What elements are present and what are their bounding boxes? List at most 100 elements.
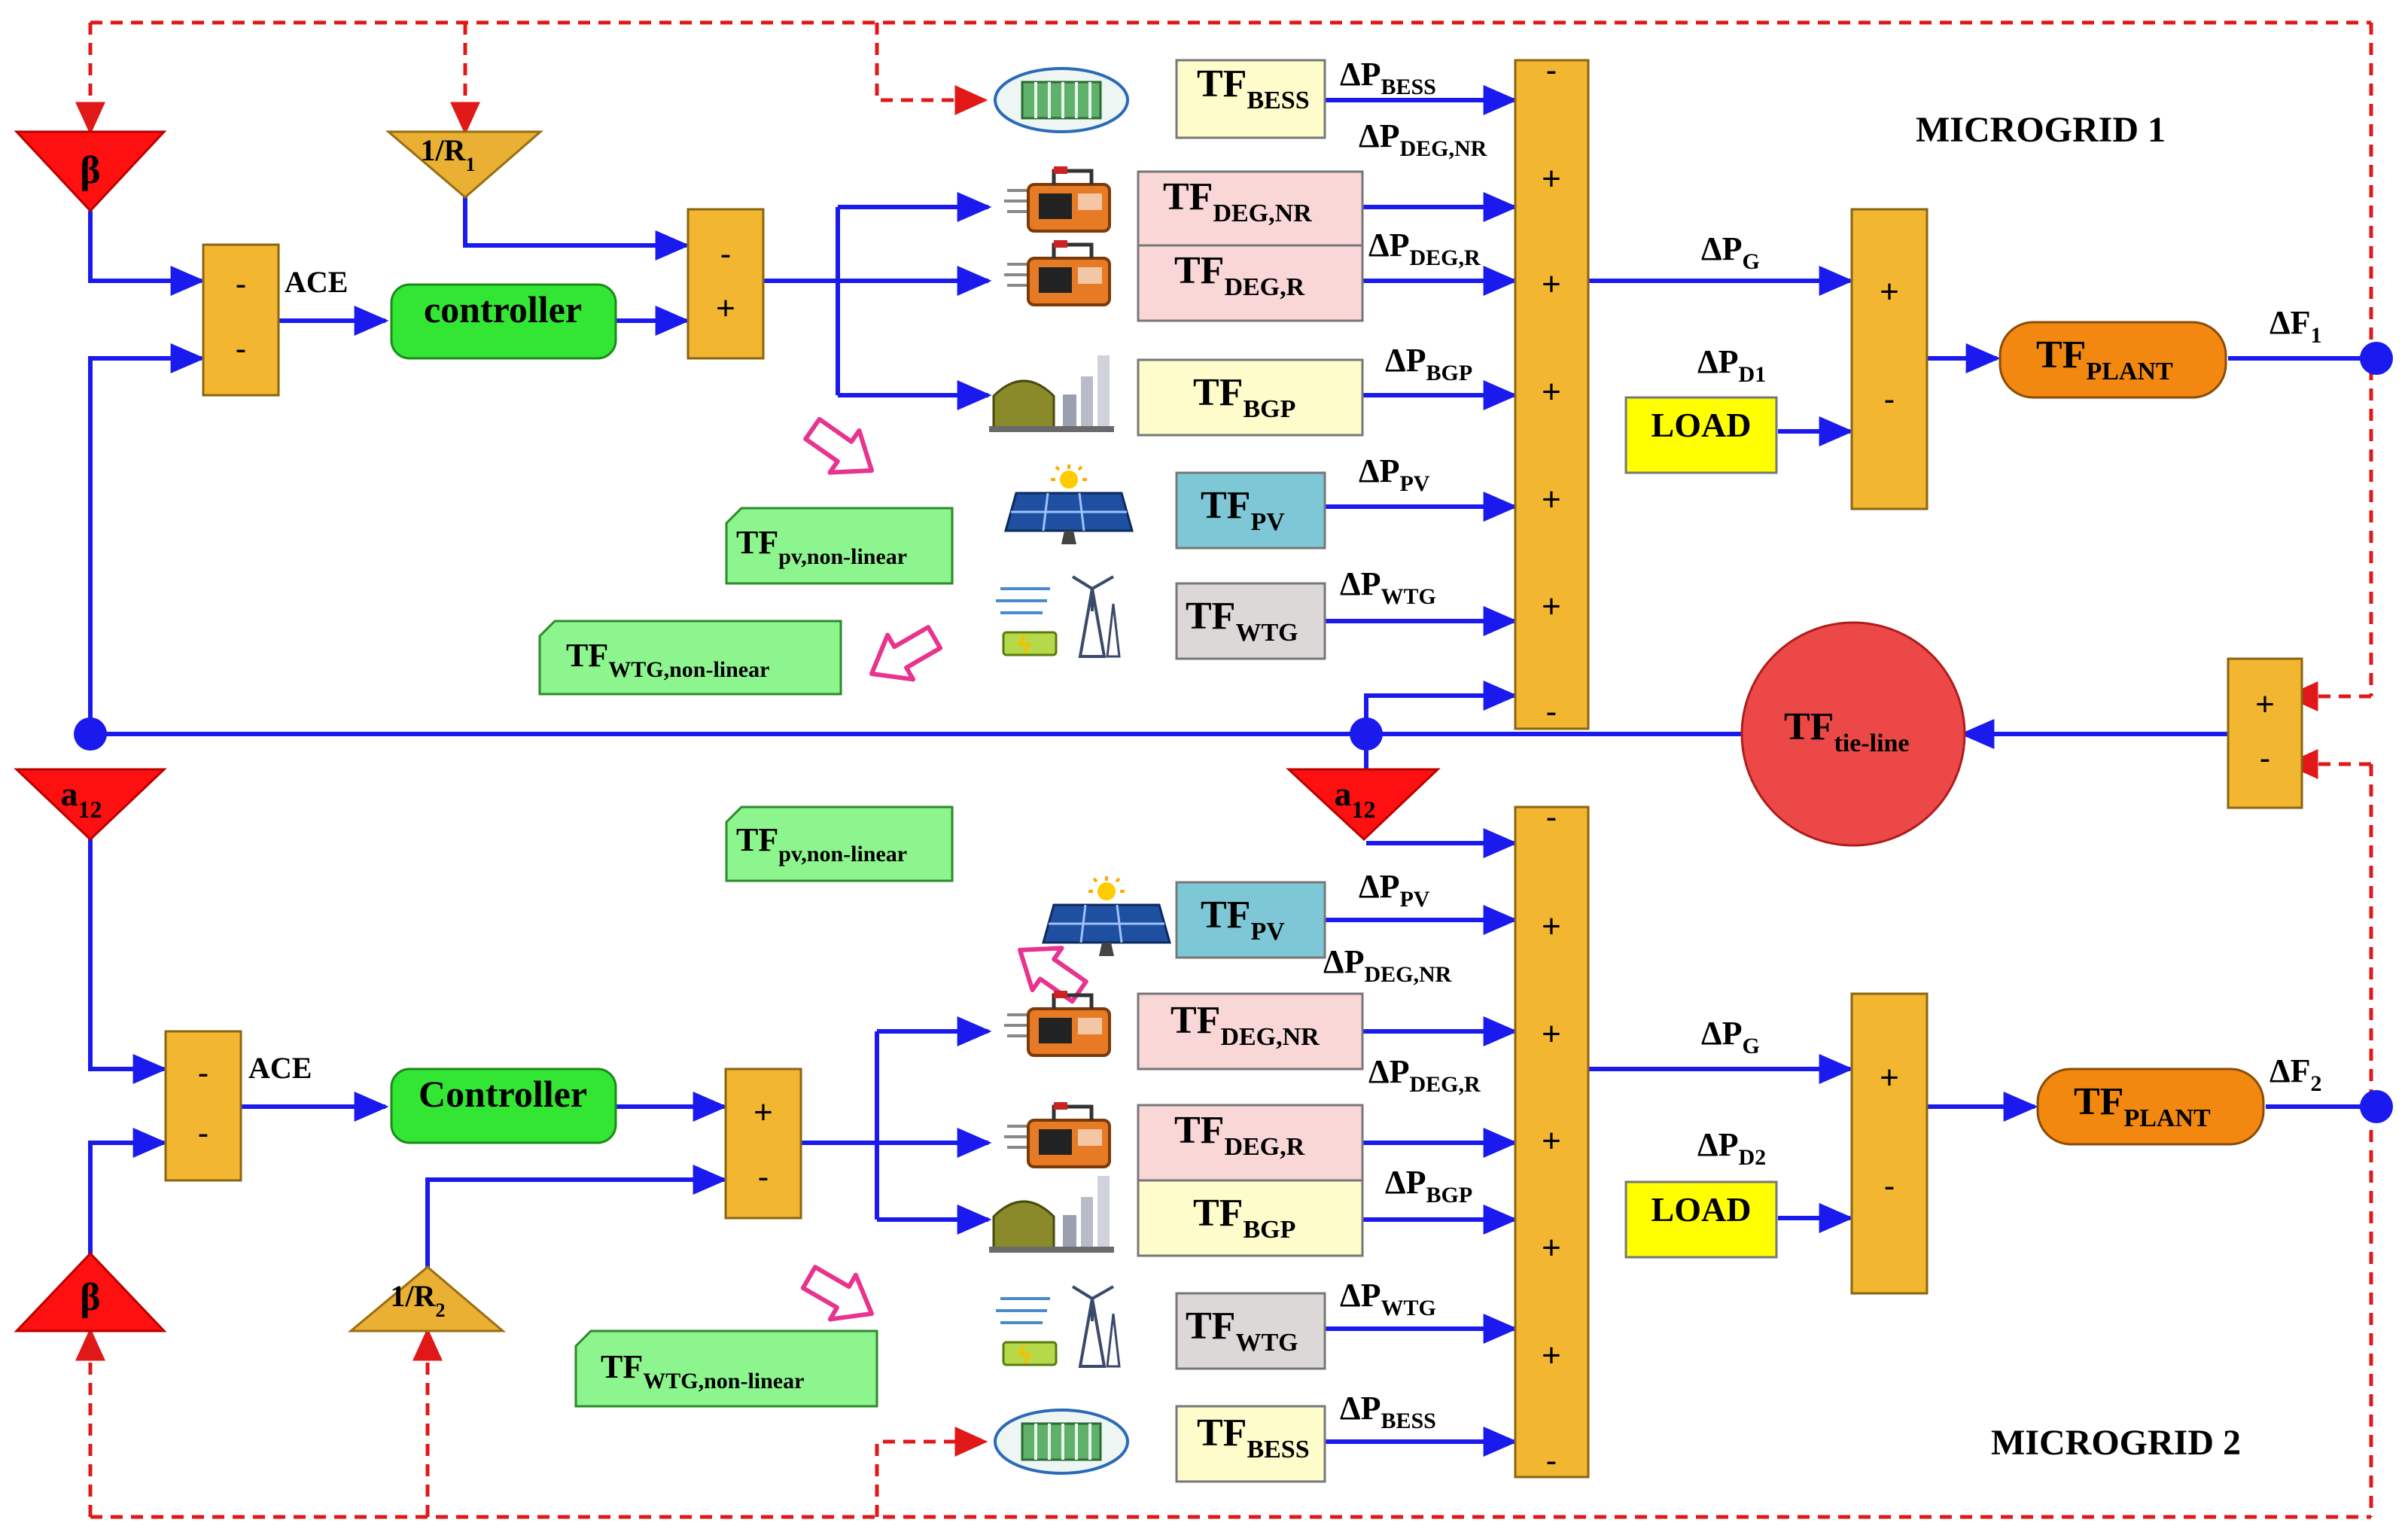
symbol-part: TF — [1186, 1305, 1235, 1348]
symbol-part: TF — [1784, 705, 1834, 748]
svg-text:ΔPG: ΔPG — [1701, 230, 1760, 274]
svg-text:TFpv,non-linear: TFpv,non-linear — [736, 524, 907, 569]
svg-text:ΔPBESS: ΔPBESS — [1340, 56, 1436, 99]
junction-dot — [74, 717, 107, 751]
symbol-part: tie-line — [1834, 729, 1909, 757]
symbol-part: ΔP — [1340, 1277, 1381, 1314]
symbol-part: G — [1742, 1034, 1759, 1058]
svg-text:a12: a12 — [61, 775, 102, 823]
svg-text:TFDEG,NR: TFDEG,NR — [1163, 175, 1312, 227]
symbol-part: DEG,NR — [1364, 962, 1451, 987]
symbol-part: DEG,R — [1224, 1133, 1304, 1161]
svg-text:ΔPD2: ΔPD2 — [1697, 1126, 1766, 1170]
r2-label: 1/R — [391, 1279, 437, 1313]
symbol-part: WTG — [1235, 1329, 1298, 1357]
symbol-part: TF — [1193, 371, 1243, 414]
svg-text:ΔPG: ΔPG — [1701, 1015, 1760, 1058]
symbol-part: BGP — [1426, 361, 1472, 385]
symbol-part: TF — [1197, 62, 1247, 105]
gain-r1: 1/R1 — [385, 130, 544, 199]
sign-plus: + — [1542, 1337, 1561, 1374]
nonlinear-arrow — [859, 616, 947, 696]
symbol-part: DEG,R — [1224, 273, 1304, 301]
svg-text:ΔPD1: ΔPD1 — [1697, 343, 1766, 387]
diesel-generator-icon — [1004, 991, 1111, 1057]
sign-plus: + — [1542, 266, 1561, 303]
svg-text:ΔPBGP: ΔPBGP — [1385, 1164, 1472, 1208]
symbol-part: ΔP — [1323, 943, 1364, 980]
diesel-generator-icon — [1004, 166, 1111, 233]
symbol-part: ΔP — [1385, 1164, 1426, 1201]
a12-label: a — [61, 775, 78, 813]
svg-text:ΔPWTG: ΔPWTG — [1340, 1277, 1436, 1320]
symbol-part: TF — [1174, 249, 1224, 292]
symbol-part: ΔP — [1368, 1053, 1409, 1090]
symbol-part: ΔP — [1359, 868, 1399, 905]
load-summer-2: + - — [1850, 992, 1929, 1295]
controller-block-1: controller — [390, 283, 617, 360]
svg-text:TFDEG,R: TFDEG,R — [1174, 1109, 1305, 1161]
sign-plus: + — [2255, 686, 2275, 723]
svg-text:ΔF1: ΔF1 — [2269, 304, 2321, 348]
symbol-part: TF — [1201, 484, 1250, 527]
symbol-part: WTG,non-linear — [608, 657, 769, 682]
svg-text:TFPLANT: TFPLANT — [2036, 333, 2173, 385]
r1-sub: 1 — [466, 154, 476, 175]
svg-text:TFBGP: TFBGP — [1193, 1192, 1295, 1244]
svg-text:ΔPDEG,NR: ΔPDEG,NR — [1359, 117, 1487, 161]
microgrid-1-title: MICROGRID 1 — [1916, 110, 2166, 150]
tf-pv-nonlinear-1: TFpv,non-linear — [725, 507, 954, 585]
svg-text:TFWTG: TFWTG — [1186, 1305, 1298, 1357]
tf-pv-2: TFPV — [1175, 881, 1326, 959]
symbol-part: D1 — [1738, 362, 1766, 387]
tf-bess-2: TFBESS — [1175, 1405, 1326, 1483]
svg-text:ΔPDEG,R: ΔPDEG,R — [1368, 227, 1481, 270]
symbol-part: WTG — [1235, 619, 1298, 647]
symbol-part: pv,non-linear — [778, 842, 907, 866]
load-label-1: LOAD — [1652, 406, 1752, 444]
biogas-plant-icon — [989, 355, 1114, 432]
sign-plus: + — [716, 290, 735, 327]
symbol-part: WTG — [1381, 584, 1435, 609]
load-block-1: LOAD — [1624, 396, 1778, 474]
gain-a12-1: a12 — [14, 768, 167, 842]
sign-plus: + — [1542, 908, 1561, 945]
symbol-part: ΔF — [2269, 304, 2310, 341]
symbol-part: BGP — [1243, 395, 1295, 423]
sign-minus: - — [198, 1055, 209, 1092]
symbol-part: ΔP — [1385, 342, 1426, 379]
symbol-part: DEG,NR — [1220, 1023, 1320, 1051]
controller-block-2: Controller — [390, 1067, 617, 1144]
symbol-part: BESS — [1247, 1436, 1309, 1463]
symbol-part: ΔP — [1359, 452, 1399, 489]
ace-label-1: ACE — [285, 265, 348, 299]
freq-output-dot-1 — [2360, 342, 2393, 375]
load-label-2: LOAD — [1652, 1190, 1752, 1229]
svg-text:TFtie-line: TFtie-line — [1784, 705, 1910, 757]
symbol-part: BGP — [1243, 1216, 1295, 1244]
symbol-part: ΔP — [1340, 56, 1381, 93]
tf-deg-nr-2: TFDEG,NR — [1137, 992, 1364, 1071]
tf-pv-1: TFPV — [1175, 471, 1326, 550]
symbol-part: TF — [736, 821, 778, 858]
svg-text:TFDEG,NR: TFDEG,NR — [1171, 999, 1320, 1051]
symbol-part: PV — [1250, 508, 1285, 536]
svg-text:TFBESS: TFBESS — [1197, 1412, 1310, 1463]
signal-lines — [88, 85, 2376, 1457]
svg-text:1/R2: 1/R2 — [391, 1279, 446, 1321]
svg-text:TFPV: TFPV — [1201, 894, 1285, 946]
svg-text:a12: a12 — [1335, 775, 1376, 823]
svg-text:TFWTG,non-linear: TFWTG,non-linear — [601, 1348, 804, 1393]
sign-minus: - — [1546, 799, 1557, 836]
solar-panel-icon — [1004, 464, 1134, 544]
symbol-part: PV — [1399, 887, 1429, 912]
gain-summer-1: - + — [686, 208, 765, 360]
symbol-part: ΔF — [2269, 1052, 2310, 1089]
symbol-part: PLANT — [2086, 358, 2173, 385]
symbol-part: WTG — [1381, 1296, 1435, 1320]
tf-bess-1: TFBESS — [1175, 59, 1326, 139]
symbol-part: TF — [1171, 999, 1220, 1042]
sign-plus: + — [1542, 373, 1561, 410]
symbol-part: TF — [566, 637, 608, 674]
